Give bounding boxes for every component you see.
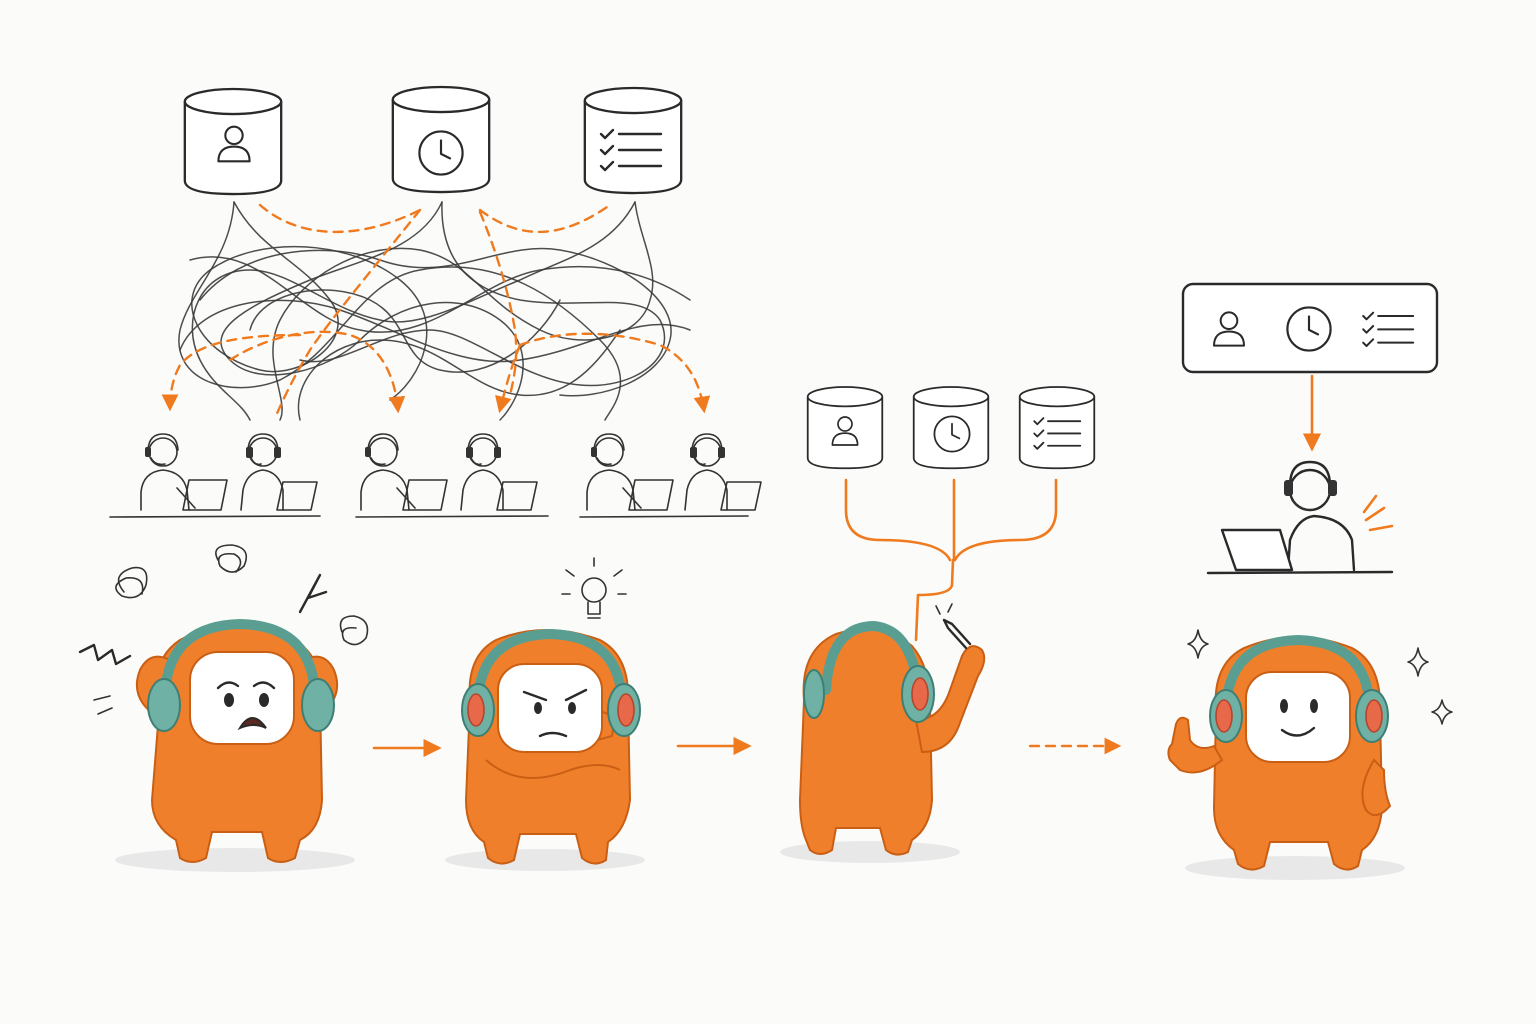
character-stressed	[78, 544, 369, 872]
character-happy	[1167, 629, 1453, 880]
database-checklist-top	[583, 86, 683, 195]
dashed-routes	[161, 203, 711, 420]
database-user-mid	[806, 386, 884, 470]
agent-group-3	[579, 433, 762, 518]
agent-group-1	[109, 433, 321, 518]
merged-data-lines	[844, 478, 1058, 642]
tangled-connections	[178, 201, 691, 421]
database-clock-mid	[912, 386, 990, 470]
happy-agent-desk	[1206, 460, 1394, 575]
lightbulb-icon	[561, 557, 627, 619]
database-user-top	[183, 87, 283, 196]
character-thinking	[445, 557, 645, 871]
unified-data-panel	[1181, 282, 1439, 374]
database-checklist-mid	[1018, 386, 1096, 470]
agent-group-2	[355, 433, 549, 518]
character-drawing	[780, 603, 986, 863]
sparkle-icon	[1187, 629, 1453, 725]
database-clock-top	[391, 85, 491, 194]
